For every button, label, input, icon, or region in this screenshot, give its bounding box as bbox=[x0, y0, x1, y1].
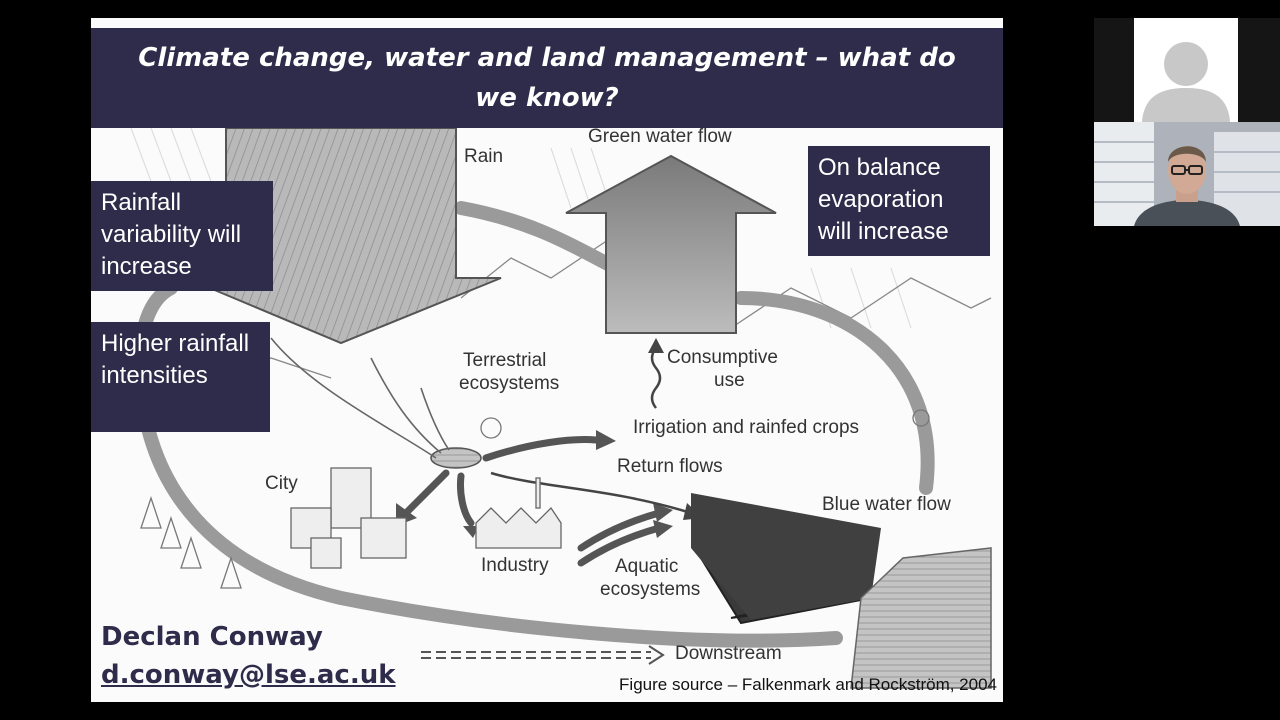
label-consumptive: Consumptive bbox=[667, 347, 778, 368]
label-downstream: Downstream bbox=[675, 643, 782, 664]
lake bbox=[430, 447, 482, 469]
callout-evaporation: On balance evaporation will increase bbox=[808, 146, 990, 256]
participant-tile-avatar[interactable] bbox=[1094, 18, 1280, 122]
downstream-water bbox=[850, 547, 992, 689]
label-green-water-flow: Green water flow bbox=[588, 126, 732, 147]
participant-tile-camera[interactable] bbox=[1094, 122, 1280, 226]
author-email-link[interactable]: d.conway@lse.ac.uk bbox=[101, 660, 396, 690]
trees bbox=[140, 409, 930, 589]
slide-title: Climate change, water and land managemen… bbox=[138, 43, 956, 113]
author-block: Declan Conway d.conway@lse.ac.uk bbox=[101, 618, 396, 694]
person-icon bbox=[1142, 42, 1230, 122]
callout-rainfall-variability: Rainfall variability will increase bbox=[91, 181, 273, 291]
river-lines bbox=[270, 337, 450, 459]
consumptive-use-squiggle bbox=[650, 347, 662, 409]
background-rain-hatching bbox=[130, 127, 912, 329]
label-irrigation: Irrigation and rainfed crops bbox=[633, 417, 860, 438]
label-consumptive-use: use bbox=[714, 370, 745, 391]
downstream-dashed-arrow bbox=[421, 645, 665, 665]
city-buildings bbox=[290, 467, 562, 569]
arrow-heads bbox=[396, 430, 673, 538]
slide-title-bar: Climate change, water and land managemen… bbox=[91, 28, 1003, 128]
camera-feed bbox=[1094, 122, 1280, 226]
figure-source-caption: Figure source – Falkenmark and Rockström… bbox=[619, 675, 997, 694]
flow-arrows bbox=[402, 436, 663, 567]
label-blue-water-flow: Blue water flow bbox=[822, 494, 951, 515]
label-city: City bbox=[265, 473, 298, 494]
author-name: Declan Conway bbox=[101, 622, 323, 652]
label-aquatic-ecosystems: ecosystems bbox=[600, 579, 701, 600]
avatar-placeholder bbox=[1134, 18, 1238, 122]
label-return-flows: Return flows bbox=[617, 456, 723, 477]
callout-rainfall-intensities: Higher rainfall intensities bbox=[91, 322, 270, 432]
label-terrestrial-ecosystems: ecosystems bbox=[459, 373, 560, 394]
label-aquatic: Aquatic bbox=[615, 556, 679, 577]
label-industry: Industry bbox=[481, 555, 549, 576]
label-rain: Rain bbox=[464, 146, 504, 167]
green-water-flow-arrow bbox=[565, 154, 777, 334]
label-terrestrial: Terrestrial bbox=[463, 350, 547, 371]
presentation-slide: Climate change, water and land managemen… bbox=[91, 18, 1003, 702]
